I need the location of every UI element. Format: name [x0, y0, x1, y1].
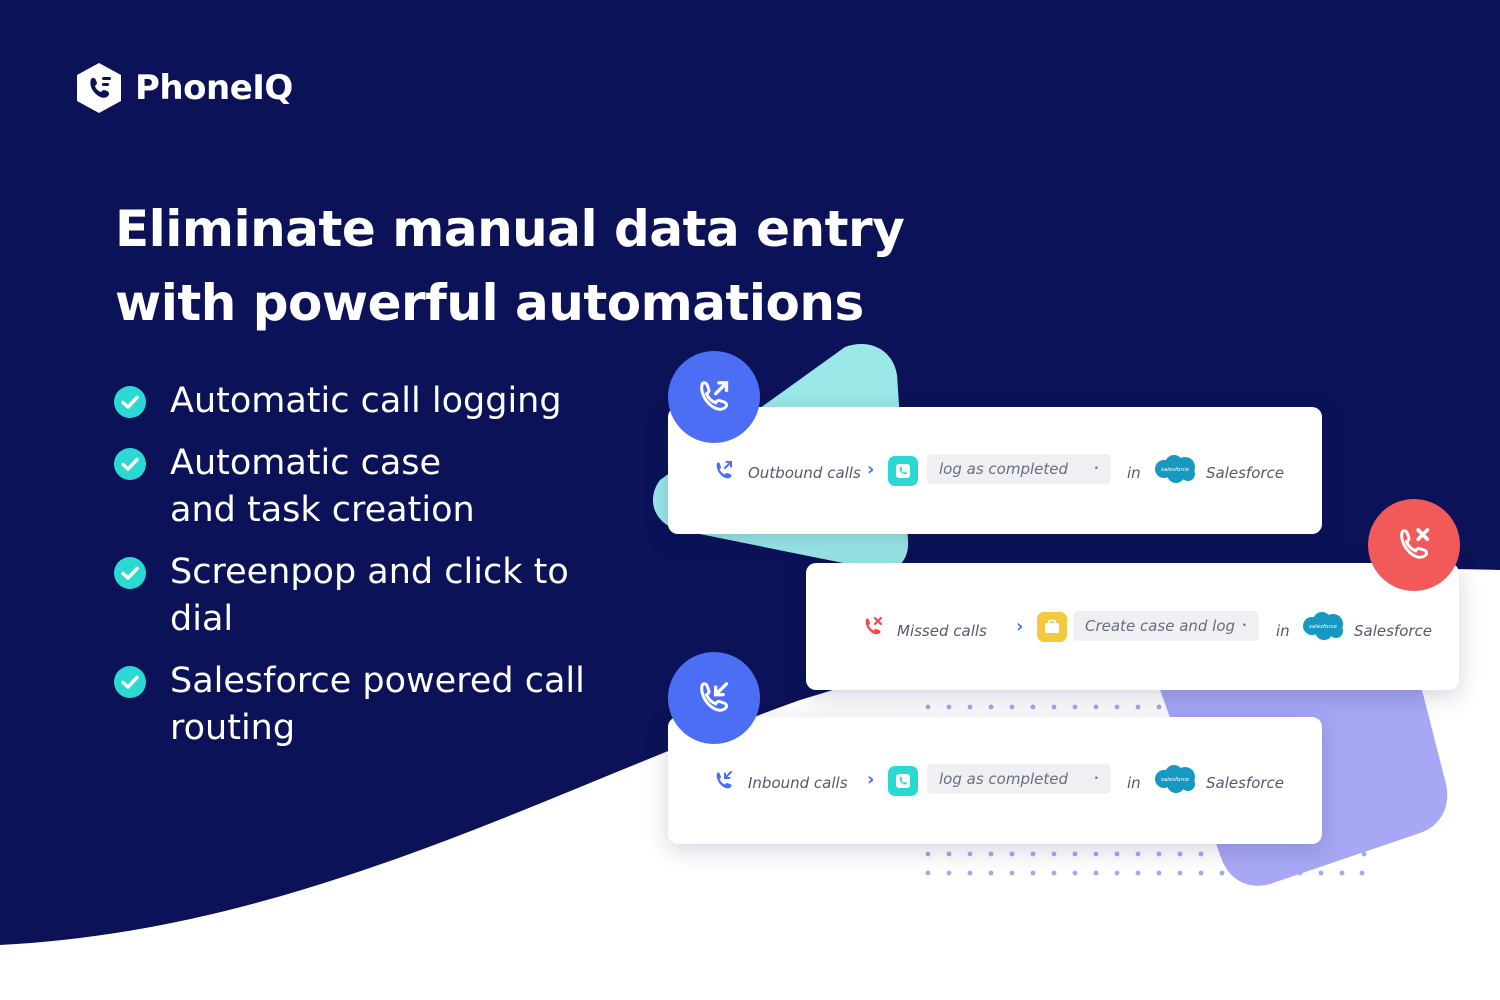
phoneiq-logo-icon — [77, 63, 121, 113]
feature-item: Salesforce powered call routing — [114, 658, 634, 752]
chevron-right-icon: › — [867, 459, 875, 480]
outbound-call-button[interactable] — [668, 351, 760, 443]
feature-item: Screenpop and click to dial — [114, 549, 634, 643]
salesforce-logo-text: salesforce — [1161, 777, 1190, 783]
check-circle-icon — [114, 557, 146, 589]
chevron-right-icon: › — [1016, 616, 1024, 637]
action-label: log as completed — [939, 770, 1068, 788]
headline: Eliminate manual data entry with powerfu… — [115, 200, 905, 332]
salesforce-logo: salesforce — [1155, 765, 1195, 793]
connector-text: in — [1127, 774, 1141, 792]
dropdown-dot-icon: • — [1093, 774, 1099, 784]
connector-text: in — [1127, 464, 1141, 482]
missed-call-icon — [865, 616, 883, 635]
connector-text: in — [1276, 622, 1290, 640]
dropdown-dot-icon: • — [1093, 464, 1099, 474]
inbound-call-button[interactable] — [668, 652, 760, 744]
automation-card-inbound: Inbound calls › log as completed • in sa… — [668, 717, 1322, 844]
feature-text: Automatic call logging — [170, 381, 562, 421]
chevron-right-icon: › — [867, 769, 875, 790]
feature-text: Screenpop and click to dial — [170, 552, 569, 639]
action-label: Create case and log — [1085, 617, 1236, 635]
brand-name: PhoneIQ — [135, 68, 293, 108]
action-label: log as completed — [939, 460, 1068, 478]
dropdown-dot-icon: • — [1241, 621, 1247, 631]
feature-list: Automatic call logging Automatic case an… — [114, 378, 634, 767]
outbound-call-icon — [700, 381, 729, 411]
action-dropdown[interactable]: Create case and log • — [1073, 611, 1259, 641]
missed-call-icon — [1400, 528, 1430, 559]
action-dropdown[interactable]: log as completed • — [927, 454, 1111, 484]
salesforce-logo: salesforce — [1155, 455, 1195, 483]
automation-card-outbound: Outbound calls › log as completed • in s… — [668, 407, 1322, 534]
check-circle-icon — [114, 666, 146, 698]
salesforce-logo-text: salesforce — [1309, 624, 1338, 630]
inbound-call-icon — [700, 682, 729, 712]
missed-call-button[interactable] — [1368, 499, 1460, 591]
call-type-label: Inbound calls — [748, 774, 848, 792]
phoneiq-logo: PhoneIQ — [75, 62, 293, 114]
feature-text: Automatic case and task creation — [170, 443, 475, 530]
dot-grid-top — [925, 704, 1162, 710]
automation-card-missed: Missed calls › Create case and log • in … — [806, 563, 1459, 690]
feature-item: Automatic case and task creation — [114, 440, 634, 534]
target-label: Salesforce — [1206, 464, 1285, 482]
feature-item: Automatic call logging — [114, 378, 634, 425]
inbound-call-icon — [716, 771, 732, 789]
dot-grid-bottom — [925, 851, 1367, 876]
feature-text: Salesforce powered call routing — [170, 661, 585, 748]
briefcase-icon — [1037, 612, 1067, 642]
check-circle-icon — [114, 386, 146, 418]
target-label: Salesforce — [1206, 774, 1285, 792]
call-type-label: Missed calls — [897, 622, 987, 640]
phoneiq-app-icon — [888, 766, 918, 796]
call-type-label: Outbound calls — [748, 464, 861, 482]
action-dropdown[interactable]: log as completed • — [927, 764, 1111, 794]
outbound-call-icon — [716, 461, 732, 479]
target-label: Salesforce — [1354, 622, 1433, 640]
phoneiq-app-icon — [888, 456, 918, 486]
salesforce-logo: salesforce — [1303, 612, 1343, 640]
check-circle-icon — [114, 448, 146, 480]
salesforce-logo-text: salesforce — [1161, 467, 1190, 473]
